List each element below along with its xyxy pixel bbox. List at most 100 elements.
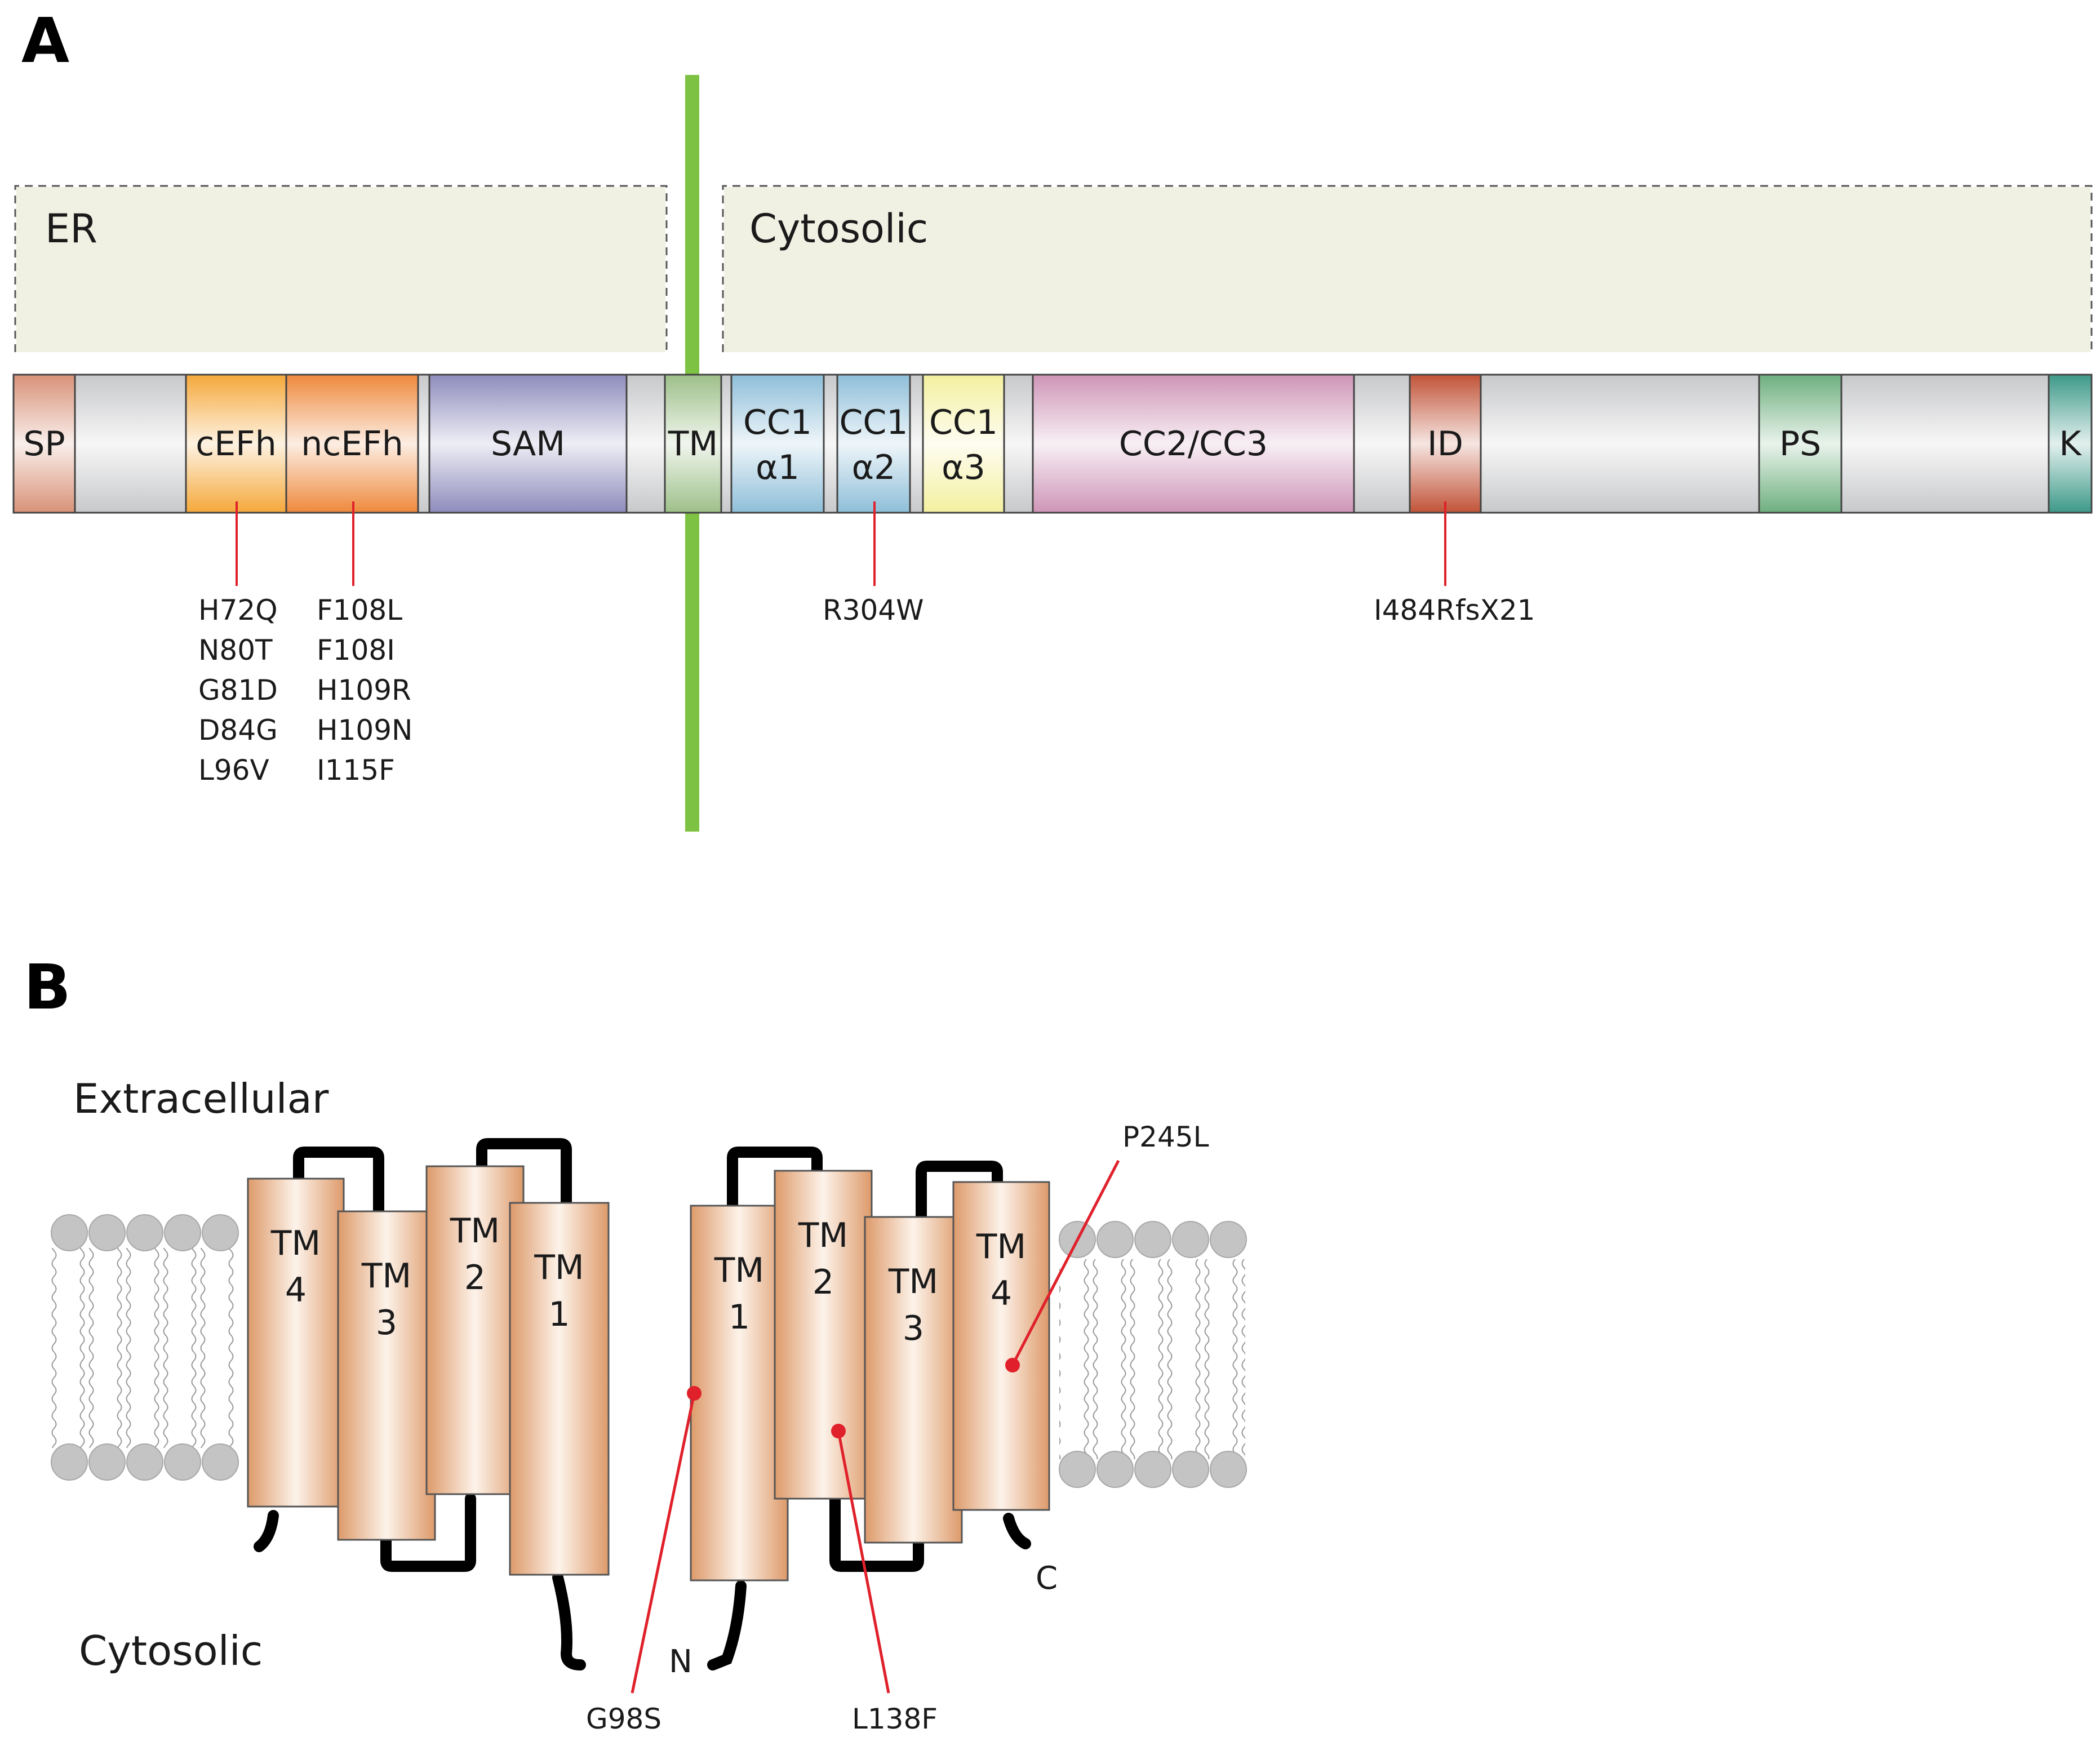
domain-linker7 [1003, 374, 1034, 514]
cytosolic-label: Cytosolic [79, 1627, 263, 1674]
domain-sublabel: α1 [756, 448, 800, 487]
domain-label: SP [23, 424, 65, 464]
helix-label: TM [450, 1211, 500, 1251]
g98s-marker [687, 1386, 702, 1401]
domain-label: CC1 [840, 403, 908, 442]
helix-tm2-right: TM2 [774, 1170, 873, 1500]
helix-number: 3 [903, 1309, 924, 1348]
helix-number: 4 [991, 1274, 1012, 1313]
helix-number: 4 [285, 1270, 307, 1310]
helix-tm2-left: TM 2 [425, 1165, 525, 1495]
er-region-label: ER [45, 206, 97, 252]
lipid-bilayer-right [1059, 1221, 1247, 1488]
domain-tm: TM [664, 374, 722, 514]
g98s-label: G98S [586, 1703, 661, 1735]
lipid-head [1096, 1221, 1134, 1258]
helix-label: TM [270, 1224, 321, 1263]
n-terminus-label: N [669, 1643, 692, 1680]
panel-b-letter: B [24, 951, 71, 1023]
lipid-head [164, 1443, 201, 1481]
cc1a2-mutation-label: R304W [823, 594, 924, 627]
helix-number: 2 [464, 1258, 486, 1298]
domain-linker6 [909, 374, 924, 514]
helix-tm4-right: TM4 [952, 1181, 1050, 1511]
helix-tm3-right: TM 3 [864, 1216, 963, 1544]
lipid-bilayer-left [51, 1214, 239, 1481]
mutation-label: H109N [317, 714, 412, 747]
domain-linker5 [823, 374, 838, 514]
domain-linker4 [720, 374, 732, 514]
l138f-label: L138F [852, 1703, 938, 1735]
helix-tm3-left: TM 3 [337, 1210, 436, 1541]
helix-label: TM [534, 1248, 584, 1287]
domain-label: TM [668, 424, 718, 464]
mutation-label: H109R [317, 674, 411, 707]
cytosolic-region: Cytosolic [722, 185, 2093, 352]
helix-tm1-left: TM1 [509, 1202, 610, 1576]
mutations-a: H72Q N80T G81D D84G L96V F108L F108I H10… [198, 501, 1535, 787]
domain-label: CC1 [743, 403, 812, 442]
domain-linker8 [1353, 374, 1411, 514]
domain-linker1 [74, 374, 187, 514]
domain-sublabel: α2 [852, 448, 896, 487]
mutation-label: N80T [198, 634, 273, 667]
helix-label: TM [714, 1251, 764, 1290]
extracellular-label: Extracellular [73, 1075, 329, 1122]
lipid-head [1134, 1451, 1171, 1488]
lipid-head [1210, 1451, 1247, 1488]
cefh-mutation-list: H72Q N80T G81D D84G L96V [198, 594, 278, 787]
domain-sublabel: α3 [942, 448, 985, 487]
id-mutation-label: I484RfsX21 [1374, 594, 1535, 627]
mutation-label: I115F [317, 754, 395, 787]
domain-label: K [2059, 424, 2082, 464]
domain-cefh: cEFh [185, 374, 287, 514]
domain-ncefh: ncEFh [285, 374, 419, 514]
domain-ps: PS [1758, 374, 1843, 514]
lipid-head [1172, 1221, 1209, 1258]
domain-cc2cc3: CC2/CC3 [1032, 374, 1355, 514]
lipid-head [164, 1214, 201, 1251]
domain-label: ncEFh [301, 424, 403, 464]
lipid-head [1059, 1451, 1096, 1488]
helix-number: 3 [376, 1303, 397, 1343]
domain-linker3 [625, 374, 666, 514]
lipid-head [1096, 1451, 1134, 1488]
l138f-marker [831, 1424, 846, 1438]
domain-label: SAM [491, 424, 565, 464]
helix-tm4-left: TM 4 [247, 1178, 345, 1508]
lipid-head [126, 1214, 163, 1251]
lipid-head [1134, 1221, 1171, 1258]
er-region: ER [14, 185, 668, 352]
cytosolic-region-label: Cytosolic [749, 206, 928, 252]
lipid-head [51, 1214, 88, 1251]
helix-number: 1 [729, 1298, 750, 1337]
helix-label: TM [361, 1256, 411, 1296]
domain-id: ID [1409, 374, 1482, 514]
domain-linker2 [417, 374, 430, 514]
domain-label: CC1 [929, 403, 998, 442]
lipid-head [1172, 1451, 1209, 1488]
lipid-head [126, 1443, 163, 1481]
domain-label: cEFh [196, 424, 276, 464]
mutation-label: L96V [198, 754, 269, 787]
domain-label: PS [1779, 424, 1821, 464]
domain-sam: SAM [428, 374, 628, 514]
lipid-head [51, 1443, 88, 1481]
c-terminus-label: C [1036, 1560, 1058, 1597]
domain-k: K [2048, 374, 2093, 514]
lipid-head [202, 1214, 239, 1251]
lipid-head [202, 1443, 239, 1481]
mutation-label: D84G [198, 714, 278, 747]
helix-label: TM [888, 1262, 938, 1301]
mutation-label: F108L [317, 594, 402, 627]
domain-linker10 [1840, 374, 2050, 514]
domain-label: CC2/CC3 [1119, 424, 1268, 464]
lipid-head [1210, 1221, 1247, 1258]
domain-sp: SP [12, 374, 76, 514]
p245l-marker [1005, 1358, 1020, 1372]
